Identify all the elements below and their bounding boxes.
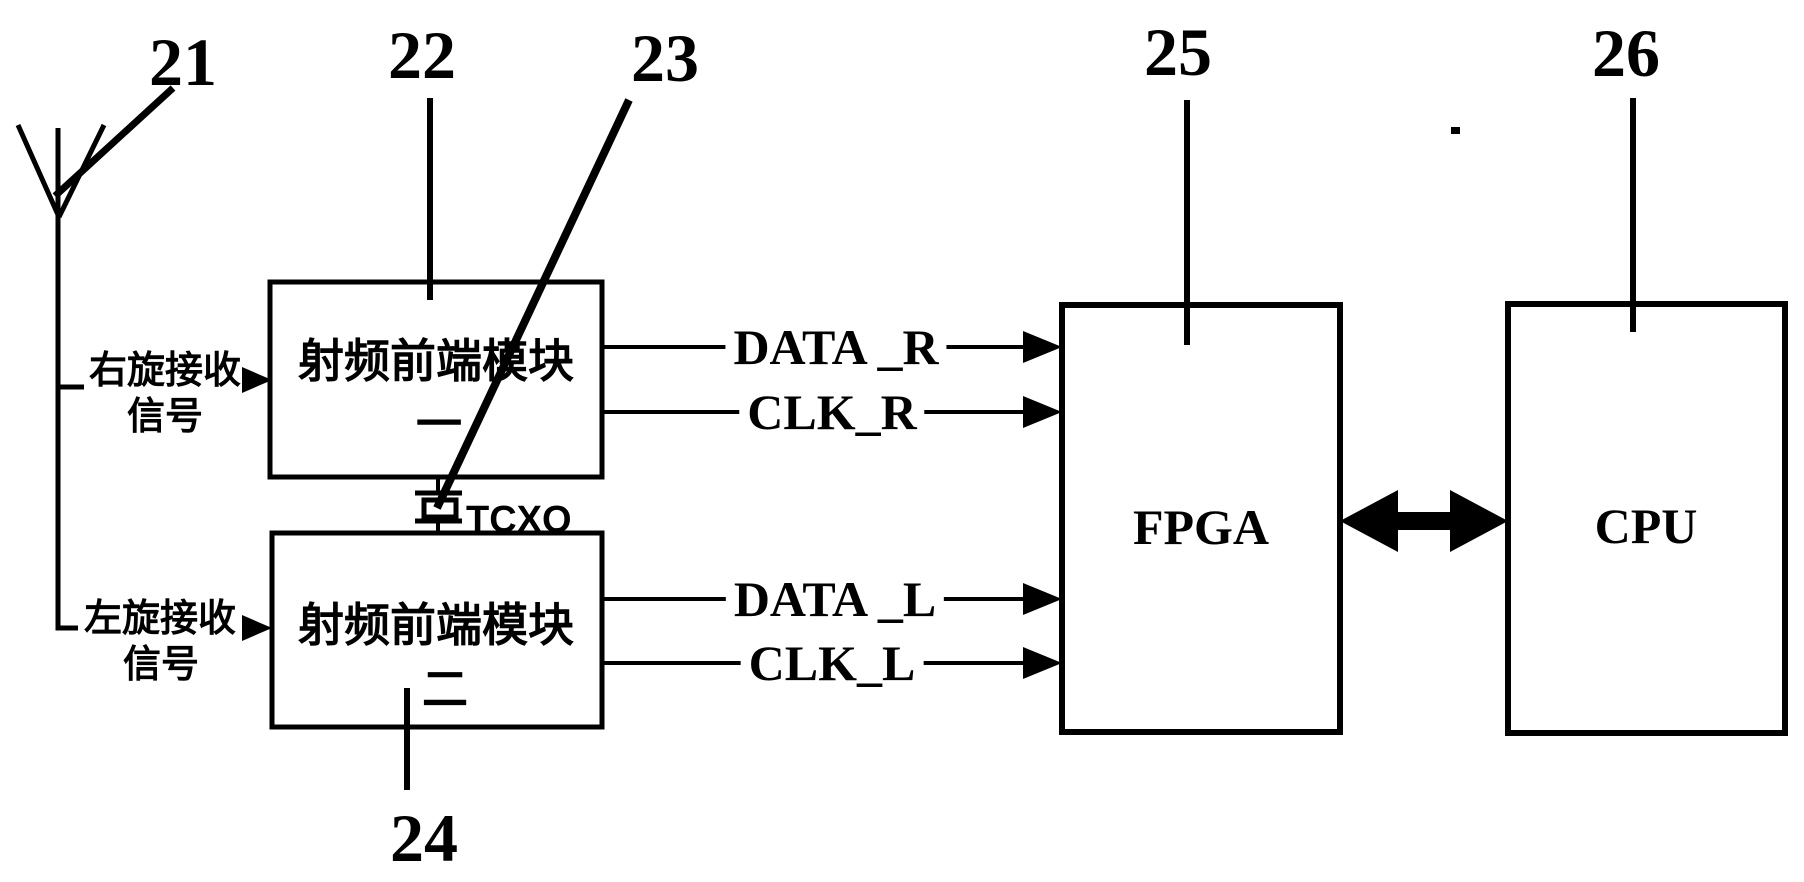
data-l-arrowhead (1023, 583, 1062, 615)
fpga-label: FPGA (1132, 499, 1270, 555)
rf-module-1-label-line2: 一 (416, 398, 462, 450)
clk-l-arrowhead (1023, 647, 1062, 679)
stray-mark (1451, 127, 1460, 134)
ref-label-23: 23 (631, 20, 699, 96)
antenna-feed-line (55, 128, 78, 631)
data-l-label: DATA _L (725, 574, 945, 624)
leader-21 (52, 85, 176, 199)
antenna-icon (15, 123, 107, 631)
rf-module-1-box (267, 279, 605, 480)
rf-module-1-label-line1: 射频前端模块 (298, 335, 574, 387)
rf-module-2-label-line1: 射频前端模块 (298, 599, 574, 651)
lhcp-input-label-line1: 左旋接收 (83, 598, 237, 640)
ref-label-21: 21 (149, 24, 217, 100)
data-r-label: DATA _R (725, 322, 947, 372)
fpga-cpu-double-arrow (1340, 490, 1508, 552)
rhcp-input-label-line1: 右旋接收 (88, 350, 242, 392)
ref-label-26: 26 (1592, 15, 1660, 91)
rhcp-input-arrowhead (242, 367, 272, 393)
ref-label-24: 24 (390, 800, 458, 876)
clk-l-label: CLK_L (740, 638, 924, 688)
rf-module-2-label-line2: 二 (422, 663, 468, 715)
ref-label-22: 22 (388, 17, 456, 93)
rf-module-2-box (269, 530, 605, 730)
cpu-box (1505, 301, 1788, 736)
clk-r-label: CLK_R (739, 387, 925, 437)
fpga-box (1059, 302, 1343, 735)
cpu-label: CPU (1594, 498, 1698, 554)
lhcp-input-label-line2: 信号 (122, 644, 200, 686)
rhcp-input-label-line2: 信号 (126, 396, 204, 438)
lhcp-input-arrowhead (242, 615, 272, 641)
tcxo-label: TCXO (466, 499, 572, 541)
clk-r-arrowhead (1023, 396, 1062, 428)
leader-23 (433, 98, 633, 510)
antenna-arms (15, 123, 107, 219)
ref-label-25: 25 (1144, 14, 1212, 90)
data-r-arrowhead (1023, 331, 1062, 363)
leader-lines (52, 85, 1636, 790)
crystal-oscillator-icon (415, 477, 462, 533)
